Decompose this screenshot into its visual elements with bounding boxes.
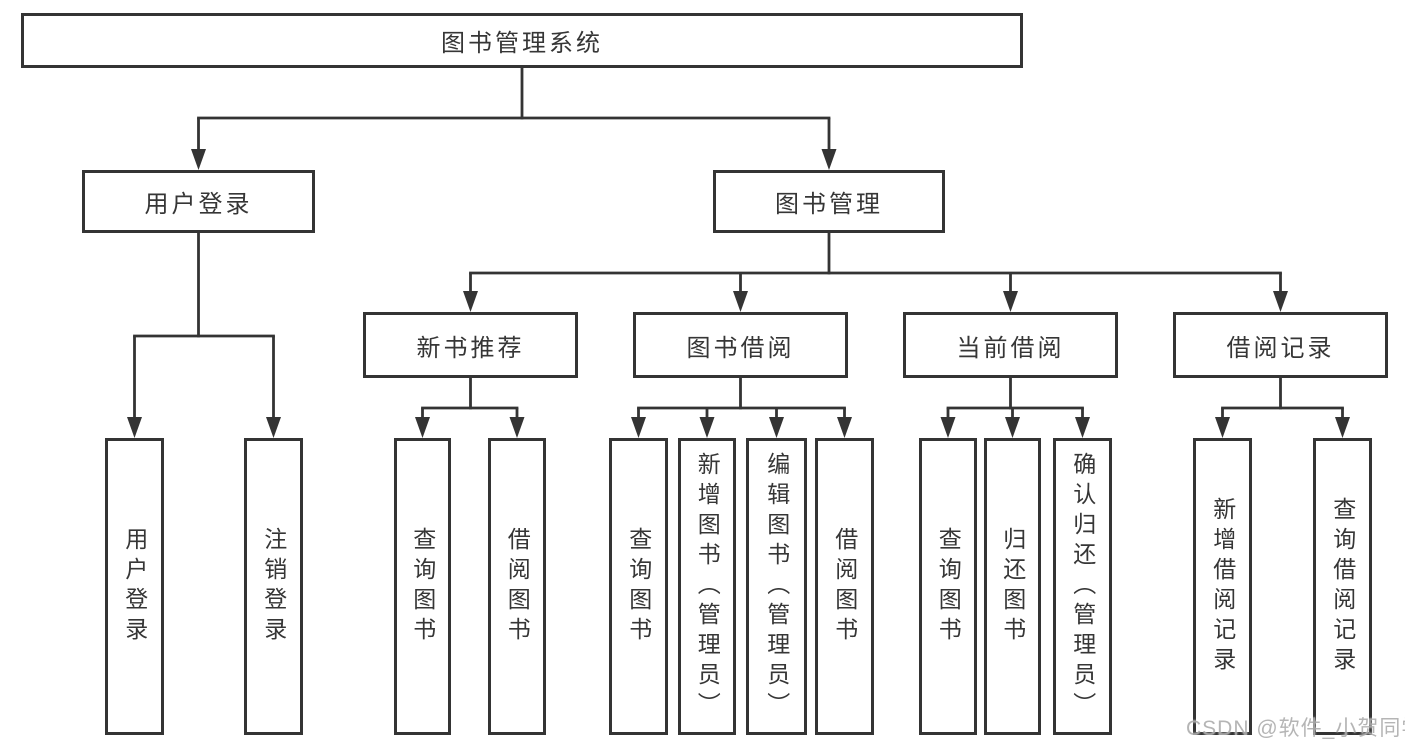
node-book-management-label: 图书管理	[775, 191, 883, 218]
leaf-add-book-admin-label: 新增图书（管理员）	[694, 451, 721, 722]
leaf-add-borrow-record-label: 新增借阅记录	[1209, 496, 1236, 677]
leaf-query-books-current: 查询图书	[919, 438, 977, 735]
watermark: CSDN @软件_小贺同学	[1186, 717, 1405, 740]
leaf-user-login-label: 用户登录	[121, 526, 148, 647]
leaf-edit-book-admin: 编辑图书（管理员）	[746, 438, 807, 735]
leaf-add-book-admin: 新增图书（管理员）	[678, 438, 736, 735]
leaf-query-borrow-record-label: 查询借阅记录	[1329, 496, 1356, 677]
leaf-logout-label: 注销登录	[260, 526, 287, 647]
leaf-query-books-current-label: 查询图书	[935, 526, 962, 647]
node-new-book-recommend-label: 新书推荐	[416, 334, 525, 362]
node-root: 图书管理系统	[21, 13, 1023, 68]
leaf-borrow-book: 借阅图书	[815, 438, 874, 735]
leaf-query-books-borrow: 查询图书	[609, 438, 668, 735]
leaf-query-borrow-record: 查询借阅记录	[1313, 438, 1372, 735]
leaf-query-books-recommend-label: 查询图书	[409, 526, 436, 647]
leaf-add-borrow-record: 新增借阅记录	[1193, 438, 1252, 735]
node-borrow-records-label: 借阅记录	[1226, 334, 1335, 362]
node-root-label: 图书管理系统	[441, 30, 603, 57]
leaf-query-books-borrow-label: 查询图书	[625, 526, 652, 647]
node-current-borrow: 当前借阅	[903, 312, 1118, 378]
node-book-borrow: 图书借阅	[633, 312, 848, 378]
leaf-borrow-book-label: 借阅图书	[831, 526, 858, 647]
leaf-confirm-return-admin-label: 确认归还（管理员）	[1069, 451, 1096, 722]
node-borrow-records: 借阅记录	[1173, 312, 1388, 378]
leaf-logout: 注销登录	[244, 438, 303, 735]
node-book-borrow-label: 图书借阅	[686, 334, 795, 362]
leaf-return-book-label: 归还图书	[999, 526, 1026, 647]
node-current-borrow-label: 当前借阅	[956, 334, 1065, 362]
node-user-login: 用户登录	[82, 170, 315, 233]
node-new-book-recommend: 新书推荐	[363, 312, 578, 378]
leaf-borrow-books-recommend: 借阅图书	[488, 438, 546, 735]
leaf-edit-book-admin-label: 编辑图书（管理员）	[763, 451, 790, 722]
node-book-management: 图书管理	[713, 170, 945, 233]
leaf-borrow-books-recommend-label: 借阅图书	[504, 526, 531, 647]
leaf-query-books-recommend: 查询图书	[394, 438, 451, 735]
leaf-return-book: 归还图书	[984, 438, 1041, 735]
node-user-login-label: 用户登录	[144, 191, 253, 218]
leaf-confirm-return-admin: 确认归还（管理员）	[1053, 438, 1112, 735]
leaf-user-login: 用户登录	[105, 438, 164, 735]
